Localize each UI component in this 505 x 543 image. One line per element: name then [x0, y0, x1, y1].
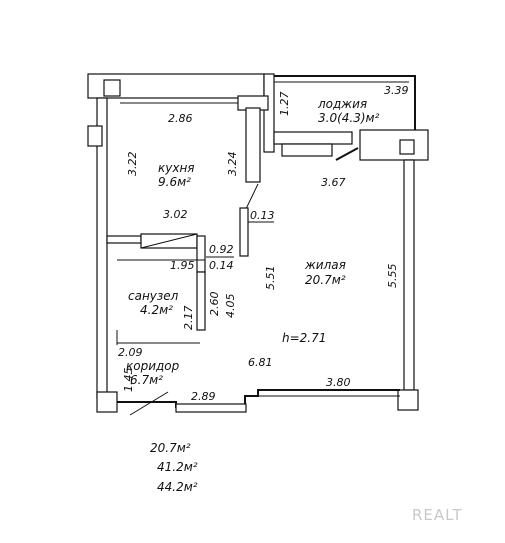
loggia-outer-frame — [274, 75, 416, 130]
entry-wall-segment — [175, 403, 247, 413]
total-area: 44.2м² — [157, 480, 198, 494]
dim-bath-217: 2.17 — [182, 306, 195, 331]
bath-right-wall — [196, 271, 206, 331]
living-name: жилая — [304, 258, 346, 272]
dimension-labels: 2.86 3.22 3.24 3.02 3.39 1.27 3.67 0.13 … — [118, 84, 409, 403]
dim-living-681: 6.81 — [248, 356, 273, 369]
dim-corr-209: 2.09 — [118, 346, 143, 359]
dim-bath-top: 1.95 — [170, 259, 195, 272]
loggia-door — [281, 143, 333, 157]
column-bottom-right — [397, 389, 419, 411]
dim-wall-092: 0.92 — [209, 243, 234, 256]
watermark: REALT — [412, 506, 463, 524]
dim-kitchen-bottom: 3.02 — [163, 208, 188, 221]
dim-corr-405: 4.05 — [224, 294, 237, 319]
bathroom-name: санузел — [128, 289, 179, 303]
loggia-name: лоджия — [317, 97, 367, 111]
interior-partitions — [106, 183, 259, 345]
column-loggia — [399, 139, 415, 155]
total-usable-area: 41.2м² — [157, 460, 198, 474]
bathroom-area: 4.2м² — [140, 303, 173, 317]
area-totals: 20.7м² 41.2м² 44.2м² — [150, 441, 198, 494]
dim-living-bottom: 3.80 — [326, 376, 351, 389]
corridor-area: 6.7м² — [130, 373, 163, 387]
kitchen-bath-block-hatch — [140, 233, 198, 249]
dim-kitchen-top: 2.86 — [168, 112, 193, 125]
ceiling-height: h=2.71 — [282, 331, 326, 345]
right-wall — [403, 159, 415, 391]
dim-bath-260: 2.60 — [208, 292, 221, 317]
dim-kitchen-right: 3.24 — [226, 152, 239, 177]
total-living-area: 20.7м² — [150, 441, 191, 455]
corridor-name: коридор — [126, 359, 180, 373]
bath-right-wall-top — [196, 235, 206, 273]
column-top-left — [103, 79, 121, 97]
living-area: 20.7м² — [305, 273, 346, 287]
dim-wall-014: 0.14 — [209, 259, 234, 272]
outer-walls — [87, 73, 429, 416]
dim-loggia-top: 3.39 — [384, 84, 409, 97]
dim-corr-bottom: 2.89 — [191, 390, 216, 403]
dim-living-top: 3.67 — [321, 176, 346, 189]
room-labels: кухня 9.6м² лоджия 3.0(4.3)м² жилая 20.7… — [126, 97, 380, 387]
kitchen-name: кухня — [158, 161, 195, 175]
left-wall-notch — [87, 125, 103, 147]
dim-loggia-left: 1.27 — [278, 92, 291, 117]
kitchen-bottom-wall — [106, 235, 142, 244]
loggia-door-swing — [335, 147, 359, 161]
dim-living-right: 5.55 — [386, 264, 399, 289]
bottom-wall — [117, 389, 400, 409]
kitchen-living-wall — [239, 207, 249, 257]
kitchen-right-wall — [245, 107, 261, 183]
dim-kitchen-left: 3.22 — [126, 152, 139, 177]
dim-living-left: 5.51 — [264, 266, 277, 291]
dim-wall-013: 0.13 — [250, 209, 275, 222]
kitchen-loggia-wall — [263, 73, 275, 153]
loggia-area: 3.0(4.3)м² — [318, 111, 380, 125]
loggia-window-wall — [273, 131, 353, 145]
dim-corr-145: 1.45 — [122, 368, 135, 393]
loggia-right-block — [359, 129, 429, 161]
entry-door-swing — [129, 391, 169, 416]
kitchen-area: 9.6м² — [158, 175, 191, 189]
column-bottom-left — [96, 391, 118, 413]
